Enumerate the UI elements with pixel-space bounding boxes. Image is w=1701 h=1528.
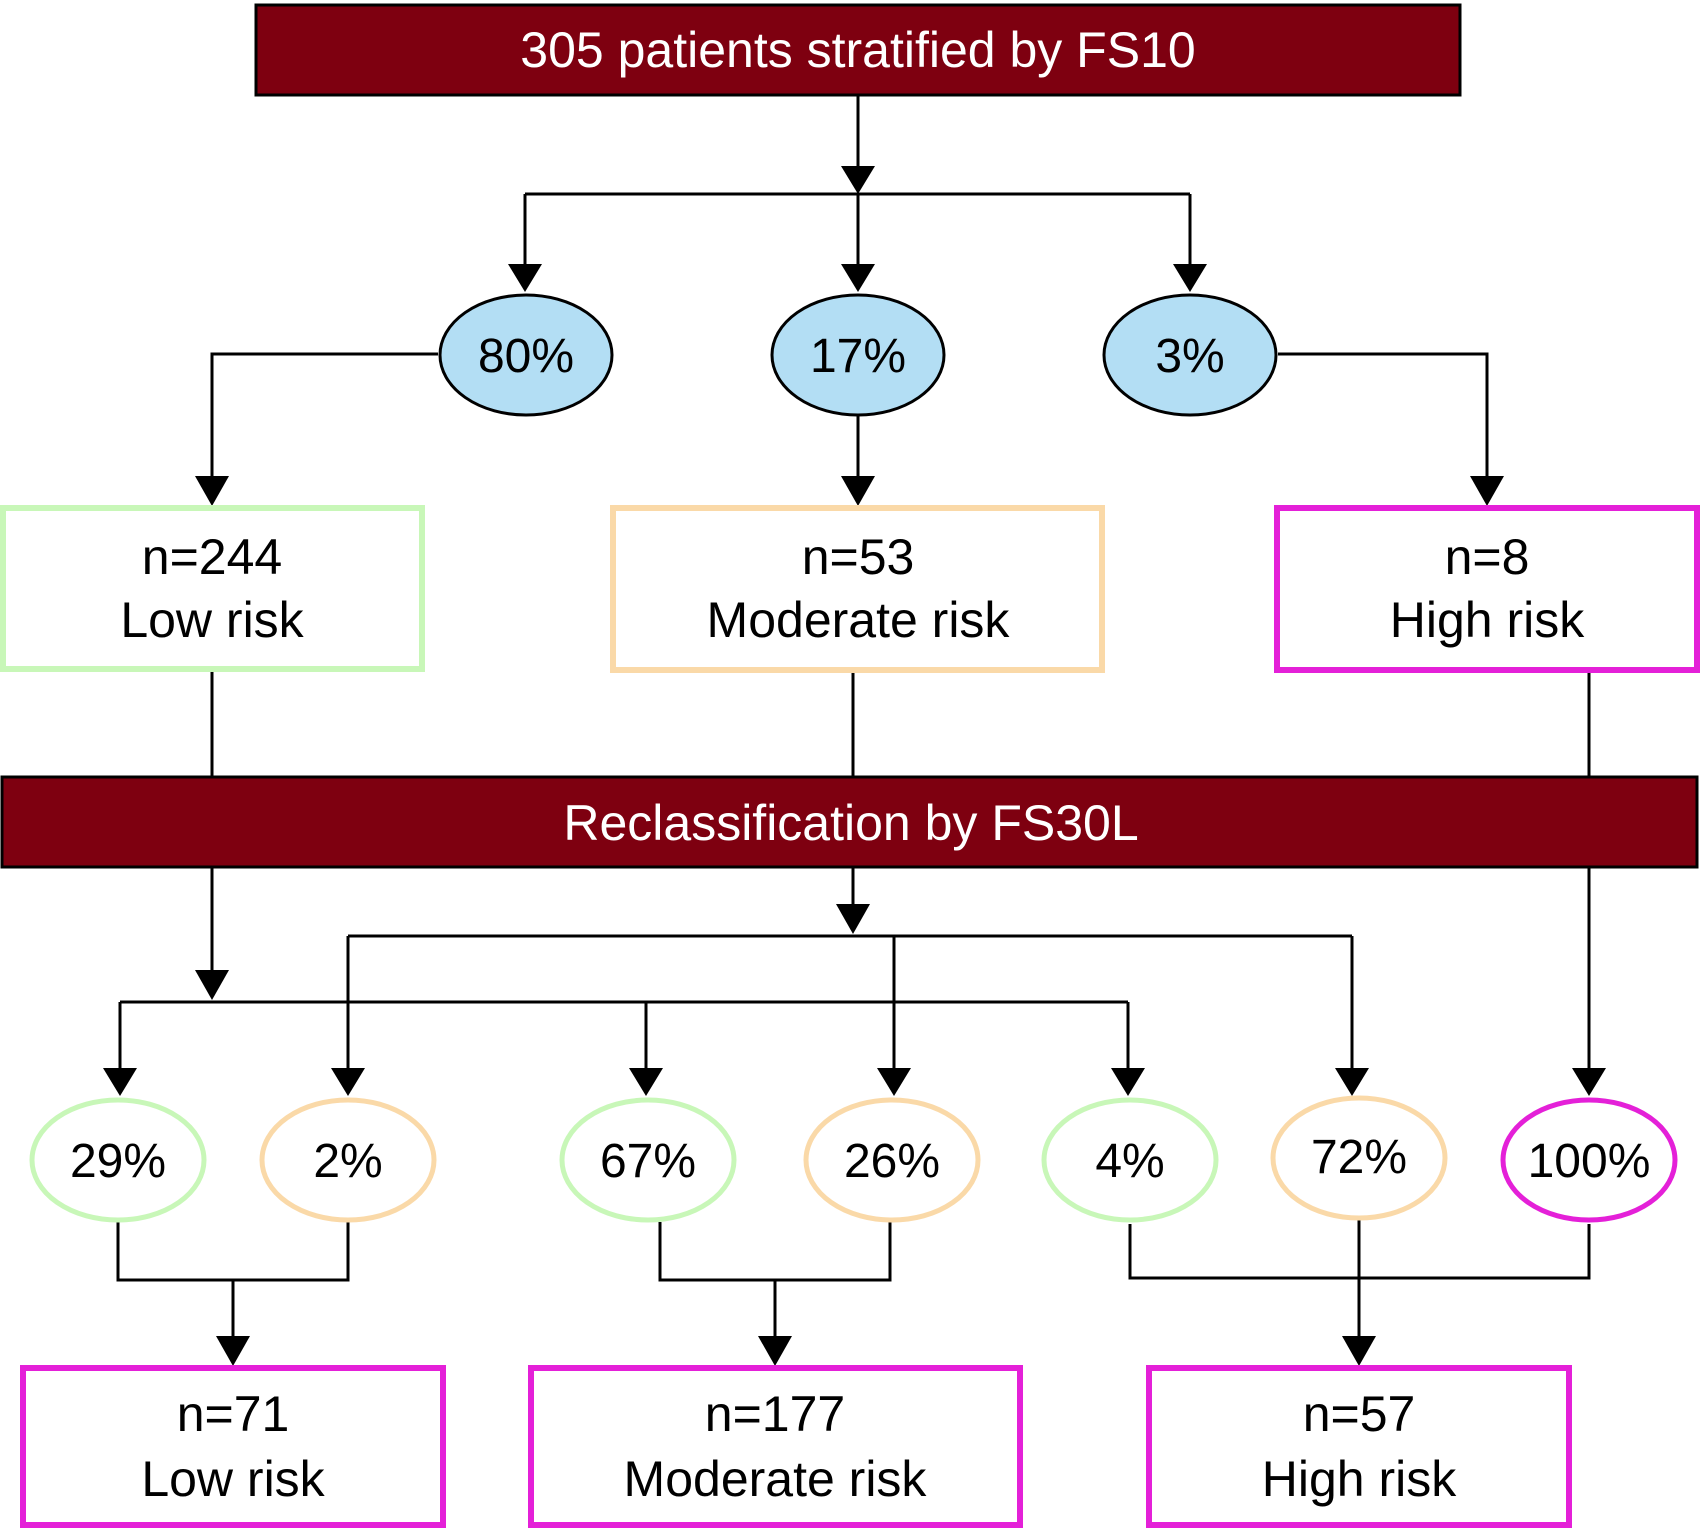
stage1-box-high-count: n=8	[1445, 529, 1530, 585]
stage2-box-high-count: n=57	[1303, 1386, 1416, 1442]
stage2-ellipse-low-to-low-label: 29%	[70, 1135, 166, 1188]
stage2-box-high	[1146, 1365, 1572, 1528]
stage1-box-low-count: n=244	[142, 529, 282, 585]
stage2-ellipse-low-to-high	[1041, 1097, 1219, 1223]
stage1-ellipse-moderate	[770, 293, 946, 417]
middle-band-bg	[0, 775, 1699, 869]
stage1-box-moderate	[610, 505, 1105, 673]
stage1-ellipses: 80% 17% 3%	[438, 293, 1278, 417]
stage1-boxes: n=244 Low risk n=53 Moderate risk n=8 Hi…	[0, 505, 1700, 673]
stage2-ellipse-moderate-to-moderate	[803, 1097, 981, 1223]
stage2-box-moderate-risk: Moderate risk	[624, 1451, 928, 1507]
stage1-box-moderate-count: n=53	[802, 529, 915, 585]
stage2-ellipse-low-to-low	[29, 1097, 207, 1223]
stage2-ellipse-high-to-high	[1500, 1097, 1678, 1223]
stage1-ellipse-low-label: 80%	[478, 330, 574, 383]
stage1-box-low	[0, 505, 425, 672]
stage2-boxes: n=71 Low risk n=177 Moderate risk n=57 H…	[20, 1365, 1572, 1528]
stage2-ellipse-low-to-moderate	[559, 1097, 737, 1223]
middle-band: Reclassification by FS30L	[0, 775, 1699, 869]
stage2-box-low	[20, 1365, 446, 1528]
stage2-ellipse-moderate-to-high-label: 72%	[1311, 1131, 1407, 1184]
stage1-box-low-risk: Low risk	[120, 592, 304, 648]
stage1-ellipse-high	[1102, 293, 1278, 417]
top-band-label: 305 patients stratified by FS10	[520, 22, 1195, 78]
stage1-box-moderate-risk: Moderate risk	[707, 592, 1011, 648]
stage1-ellipse-high-label: 3%	[1155, 330, 1224, 383]
stage1-ellipse-low	[438, 293, 614, 417]
stage2-ellipse-moderate-to-high	[1270, 1095, 1448, 1221]
stage1-box-high-risk: High risk	[1390, 592, 1585, 648]
connectors	[103, 96, 1606, 1366]
stage2-box-high-risk: High risk	[1262, 1451, 1457, 1507]
stage2-box-moderate	[528, 1365, 1023, 1528]
stage2-box-low-risk: Low risk	[141, 1451, 325, 1507]
stage2-ellipse-high-to-high-label: 100%	[1528, 1135, 1651, 1188]
top-band: 305 patients stratified by FS10	[254, 3, 1462, 97]
stage2-box-moderate-count: n=177	[705, 1386, 845, 1442]
stage1-ellipse-moderate-label: 17%	[810, 330, 906, 383]
stage2-ellipse-moderate-to-low-label: 2%	[313, 1135, 382, 1188]
stage2-ellipse-low-to-high-label: 4%	[1095, 1135, 1164, 1188]
stage2-ellipses: 29% 2% 67% 26% 4% 72% 100%	[29, 1095, 1678, 1223]
stage2-ellipse-low-to-moderate-label: 67%	[600, 1135, 696, 1188]
stage1-box-high	[1274, 505, 1700, 673]
middle-band-label: Reclassification by FS30L	[563, 795, 1138, 851]
top-band-bg	[254, 3, 1462, 97]
stage2-ellipse-moderate-to-low	[259, 1097, 437, 1223]
stage2-box-low-count: n=71	[177, 1386, 290, 1442]
stage2-ellipse-moderate-to-moderate-label: 26%	[844, 1135, 940, 1188]
